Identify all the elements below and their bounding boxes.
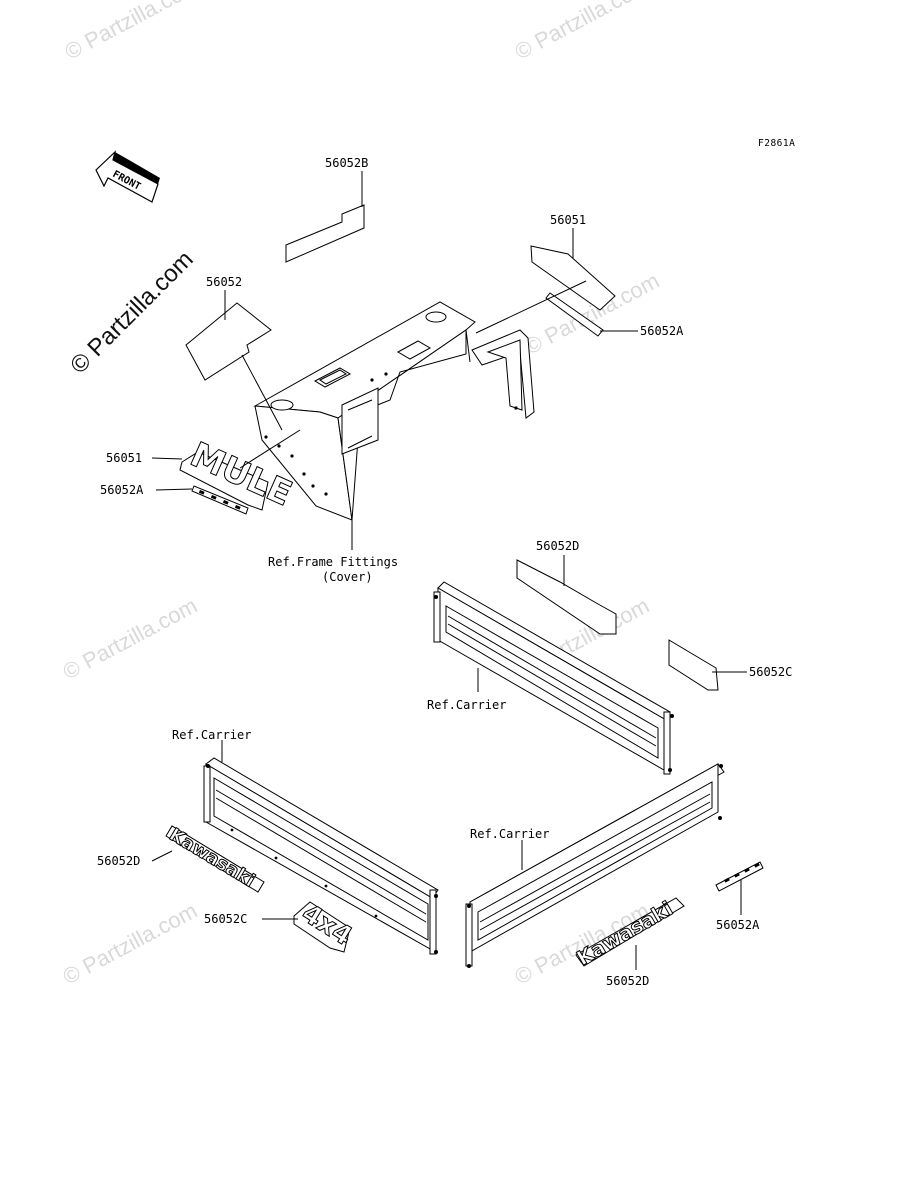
watermark: © Partzilla.com	[59, 898, 202, 990]
decal-56052B: 56052B	[285, 156, 368, 263]
fourbyfour-emblem: 4x4 56052C	[204, 898, 358, 953]
callout-56052D-left: 56052D	[97, 854, 140, 868]
callout-56052A-right: 56052A	[716, 918, 760, 932]
callout-56052D-mid: 56052D	[536, 539, 579, 553]
watermark: © Partzilla.com	[61, 0, 204, 64]
callout-56052D-bottom: 56052D	[606, 974, 649, 988]
figure-code: F2861A	[758, 138, 795, 149]
decal-56052A-top: 56052A	[545, 292, 684, 338]
ref-frame-fittings-cover: (Cover)	[322, 570, 373, 584]
decal-56052C-right: 56052C	[668, 639, 792, 691]
decal-56052D-mid: 56052D	[516, 539, 617, 635]
callout-56052A-top: 56052A	[640, 324, 684, 338]
ref-frame-fittings: Ref.Frame Fittings	[268, 555, 398, 569]
watermark: © Partzilla.com	[511, 0, 654, 64]
callout-56052C-left: 56052C	[204, 912, 247, 926]
carrier-gate-right: Ref.Carrier	[465, 763, 725, 968]
ref-carrier-right: Ref.Carrier	[470, 827, 549, 841]
callout-56052B: 56052B	[325, 156, 368, 170]
watermark: © Partzilla.com	[59, 593, 202, 685]
watermark-main: © Partzilla.com	[65, 246, 198, 379]
callout-56051-left: 56051	[106, 451, 142, 465]
callout-56051-top: 56051	[550, 213, 586, 227]
decal-56052A-left: 56052A	[100, 483, 249, 515]
carrier-gate-mid: Ref.Carrier	[427, 581, 674, 775]
watermarks: © Partzilla.com © Partzilla.com © Partzi…	[59, 0, 664, 989]
callout-56052C-right: 56052C	[749, 665, 792, 679]
decal-56052A-right: 56052A	[715, 861, 764, 932]
front-arrow-icon: FRONT	[95, 150, 160, 203]
ref-carrier-left: Ref.Carrier	[172, 728, 251, 742]
frame-fittings-cover: Ref.Frame Fittings (Cover)	[241, 280, 587, 584]
carrier-gate-left: Ref.Carrier	[172, 728, 439, 955]
callout-56052: 56052	[206, 275, 242, 289]
ref-carrier-mid: Ref.Carrier	[427, 698, 506, 712]
decal-56051-top: 56051	[530, 213, 616, 311]
callout-56052A-left: 56052A	[100, 483, 144, 497]
decal-56052: 56052	[185, 275, 272, 381]
